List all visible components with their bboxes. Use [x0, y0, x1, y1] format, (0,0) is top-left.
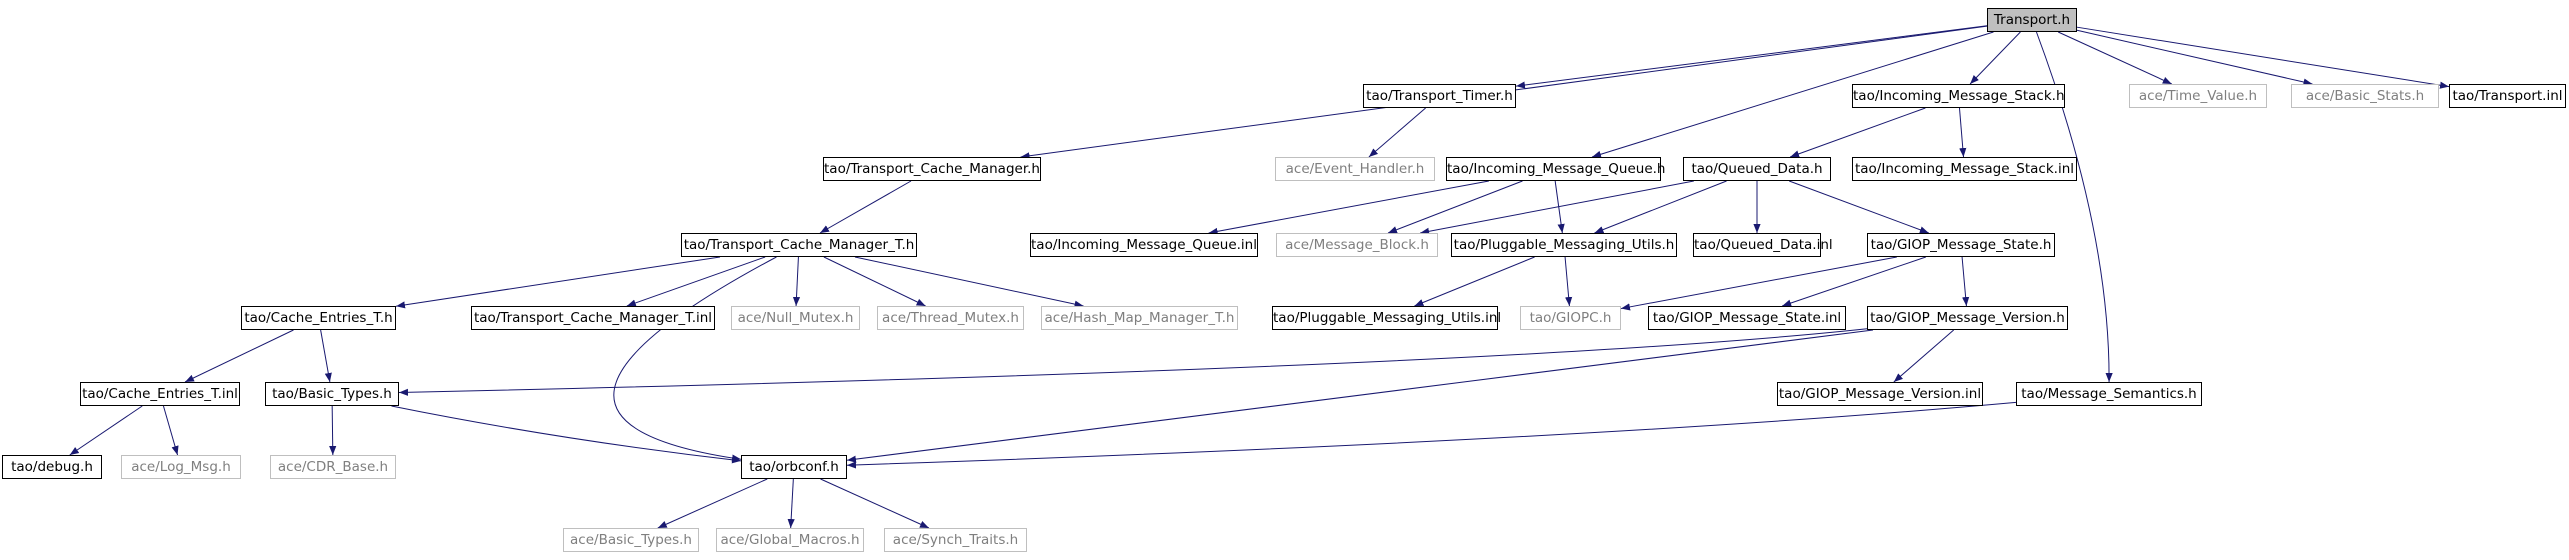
node-ace-log-msg: ace/Log_Msg.h	[121, 455, 241, 479]
node-giopc: tao/GIOPC.h	[1520, 306, 1621, 330]
edge-transport-cache-manager-t-to-ace-hash-map-manager-t	[854, 256, 1084, 308]
edge-pluggable-messaging-utils-to-giopc	[1564, 256, 1573, 307]
edge-orbconf-to-ace-global-macros	[787, 478, 795, 529]
node-transport-cache-manager-t-inl[interactable]: tao/Transport_Cache_Manager_T.inl	[471, 306, 715, 330]
edge-incoming-message-stack-to-incoming-message-stack-inl	[1958, 107, 1967, 158]
edge-transport-h-to-transport-inl	[2076, 26, 2450, 89]
node-ace-message-block: ace/Message_Block.h	[1276, 233, 1438, 257]
node-pluggable-messaging-utils[interactable]: tao/Pluggable_Messaging_Utils.h	[1451, 233, 1677, 257]
node-orbconf[interactable]: tao/orbconf.h	[741, 455, 847, 479]
node-queued-data[interactable]: tao/Queued_Data.h	[1683, 157, 1831, 181]
edge-transport-cache-manager-t-to-ace-null-mutex	[792, 256, 801, 307]
node-transport-cache-manager[interactable]: tao/Transport_Cache_Manager.h	[823, 157, 1041, 181]
node-incoming-message-stack-inl[interactable]: tao/Incoming_Message_Stack.inl	[1852, 157, 2077, 181]
edge-cache-entries-t-to-cache-entries-t-inl	[184, 329, 294, 383]
edge-basic-types-to-ace-cdr-base	[329, 405, 337, 456]
node-pluggable-messaging-utils-inl[interactable]: tao/Pluggable_Messaging_Utils.inl	[1272, 306, 1501, 330]
edge-transport-cache-manager-t-to-orbconf	[613, 256, 777, 462]
node-transport-h[interactable]: Transport.h	[1987, 8, 2077, 32]
node-cache-entries-t[interactable]: tao/Cache_Entries_T.h	[241, 306, 396, 330]
node-transport-timer[interactable]: tao/Transport_Timer.h	[1363, 84, 1516, 108]
node-giop-message-version[interactable]: tao/GIOP_Message_Version.h	[1867, 306, 2068, 330]
edge-transport-cache-manager-to-transport-cache-manager-t	[819, 180, 912, 234]
node-transport-cache-manager-t[interactable]: tao/Transport_Cache_Manager_T.h	[681, 233, 917, 257]
node-ace-hash-map-manager-t: ace/Hash_Map_Manager_T.h	[1041, 306, 1238, 330]
node-incoming-message-queue[interactable]: tao/Incoming_Message_Queue.h	[1446, 157, 1666, 181]
node-ace-time-value: ace/Time_Value.h	[2129, 84, 2267, 108]
node-giop-message-state[interactable]: tao/GIOP_Message_State.h	[1867, 233, 2055, 257]
node-cache-entries-t-inl[interactable]: tao/Cache_Entries_T.inl	[80, 382, 240, 406]
edge-incoming-message-queue-to-incoming-message-queue-inl	[1208, 180, 1489, 235]
node-ace-basic-stats: ace/Basic_Stats.h	[2291, 84, 2439, 108]
edge-pluggable-messaging-utils-to-pluggable-messaging-utils-inl	[1414, 256, 1535, 307]
edge-transport-h-to-message-semantics	[2035, 31, 2113, 383]
edge-giop-message-version-to-basic-types	[398, 328, 1868, 396]
edge-message-semantics-to-orbconf	[846, 401, 2017, 469]
edge-transport-h-to-incoming-message-stack	[1969, 31, 2021, 85]
node-incoming-message-queue-inl[interactable]: tao/Incoming_Message_Queue.inl	[1030, 233, 1258, 257]
node-ace-synch-traits: ace/Synch_Traits.h	[884, 528, 1027, 552]
edge-queued-data-to-giop-message-state	[1789, 180, 1929, 234]
node-ace-global-macros: ace/Global_Macros.h	[716, 528, 864, 552]
edge-orbconf-to-ace-basic-types	[657, 478, 768, 529]
edge-orbconf-to-ace-synch-traits	[820, 478, 930, 529]
edge-cache-entries-t-to-basic-types	[320, 329, 332, 383]
edge-incoming-message-stack-to-queued-data	[1789, 107, 1926, 158]
edge-transport-cache-manager-t-to-cache-entries-t	[395, 256, 721, 309]
node-transport-inl[interactable]: tao/Transport.inl	[2449, 84, 2566, 108]
edge-giop-message-state-to-giop-message-version	[1961, 256, 1970, 307]
node-message-semantics[interactable]: tao/Message_Semantics.h	[2016, 382, 2202, 406]
edge-queued-data-to-pluggable-messaging-utils	[1594, 180, 1727, 234]
node-ace-basic-types: ace/Basic_Types.h	[563, 528, 699, 552]
edge-transport-cache-manager-t-to-transport-cache-manager-t-inl	[626, 256, 766, 307]
edge-transport-h-to-incoming-message-queue	[1591, 31, 1994, 158]
edge-giop-message-state-to-giop-message-state-inl	[1782, 256, 1926, 307]
node-basic-types[interactable]: tao/Basic_Types.h	[265, 382, 399, 406]
edge-transport-cache-manager-t-to-ace-thread-mutex	[823, 256, 926, 307]
edge-transport-h-to-ace-time-value	[2058, 31, 2172, 85]
node-queued-data-inl[interactable]: tao/Queued_Data.inl	[1693, 233, 1833, 257]
node-ace-null-mutex: ace/Null_Mutex.h	[731, 306, 860, 330]
edge-giop-message-version-to-giop-message-version-inl	[1893, 329, 1955, 383]
node-ace-event-handler: ace/Event_Handler.h	[1275, 157, 1435, 181]
node-incoming-message-stack[interactable]: tao/Incoming_Message_Stack.h	[1852, 84, 2065, 108]
edge-basic-types-to-orbconf	[391, 405, 742, 464]
node-ace-cdr-base: ace/CDR_Base.h	[270, 455, 396, 479]
edge-cache-entries-t-inl-to-ace-log-msg	[162, 405, 179, 456]
node-giop-message-state-inl[interactable]: tao/GIOP_Message_State.inl	[1648, 306, 1846, 330]
edge-queued-data-to-ace-message-block	[1420, 180, 1694, 235]
node-giop-message-version-inl[interactable]: tao/GIOP_Message_Version.inl	[1777, 382, 1983, 406]
edge-incoming-message-queue-to-ace-message-block	[1387, 180, 1523, 234]
edge-transport-h-to-transport-timer	[1515, 25, 1988, 89]
node-ace-thread-mutex: ace/Thread_Mutex.h	[877, 306, 1024, 330]
edge-giop-message-state-to-giopc	[1620, 256, 1897, 311]
node-tao-debug[interactable]: tao/debug.h	[2, 455, 102, 479]
edge-cache-entries-t-inl-to-tao-debug	[69, 405, 143, 456]
edge-transport-h-to-ace-basic-stats	[2076, 29, 2313, 86]
edge-giop-message-version-to-orbconf	[846, 329, 1874, 463]
edge-transport-timer-to-ace-event-handler	[1368, 107, 1426, 158]
